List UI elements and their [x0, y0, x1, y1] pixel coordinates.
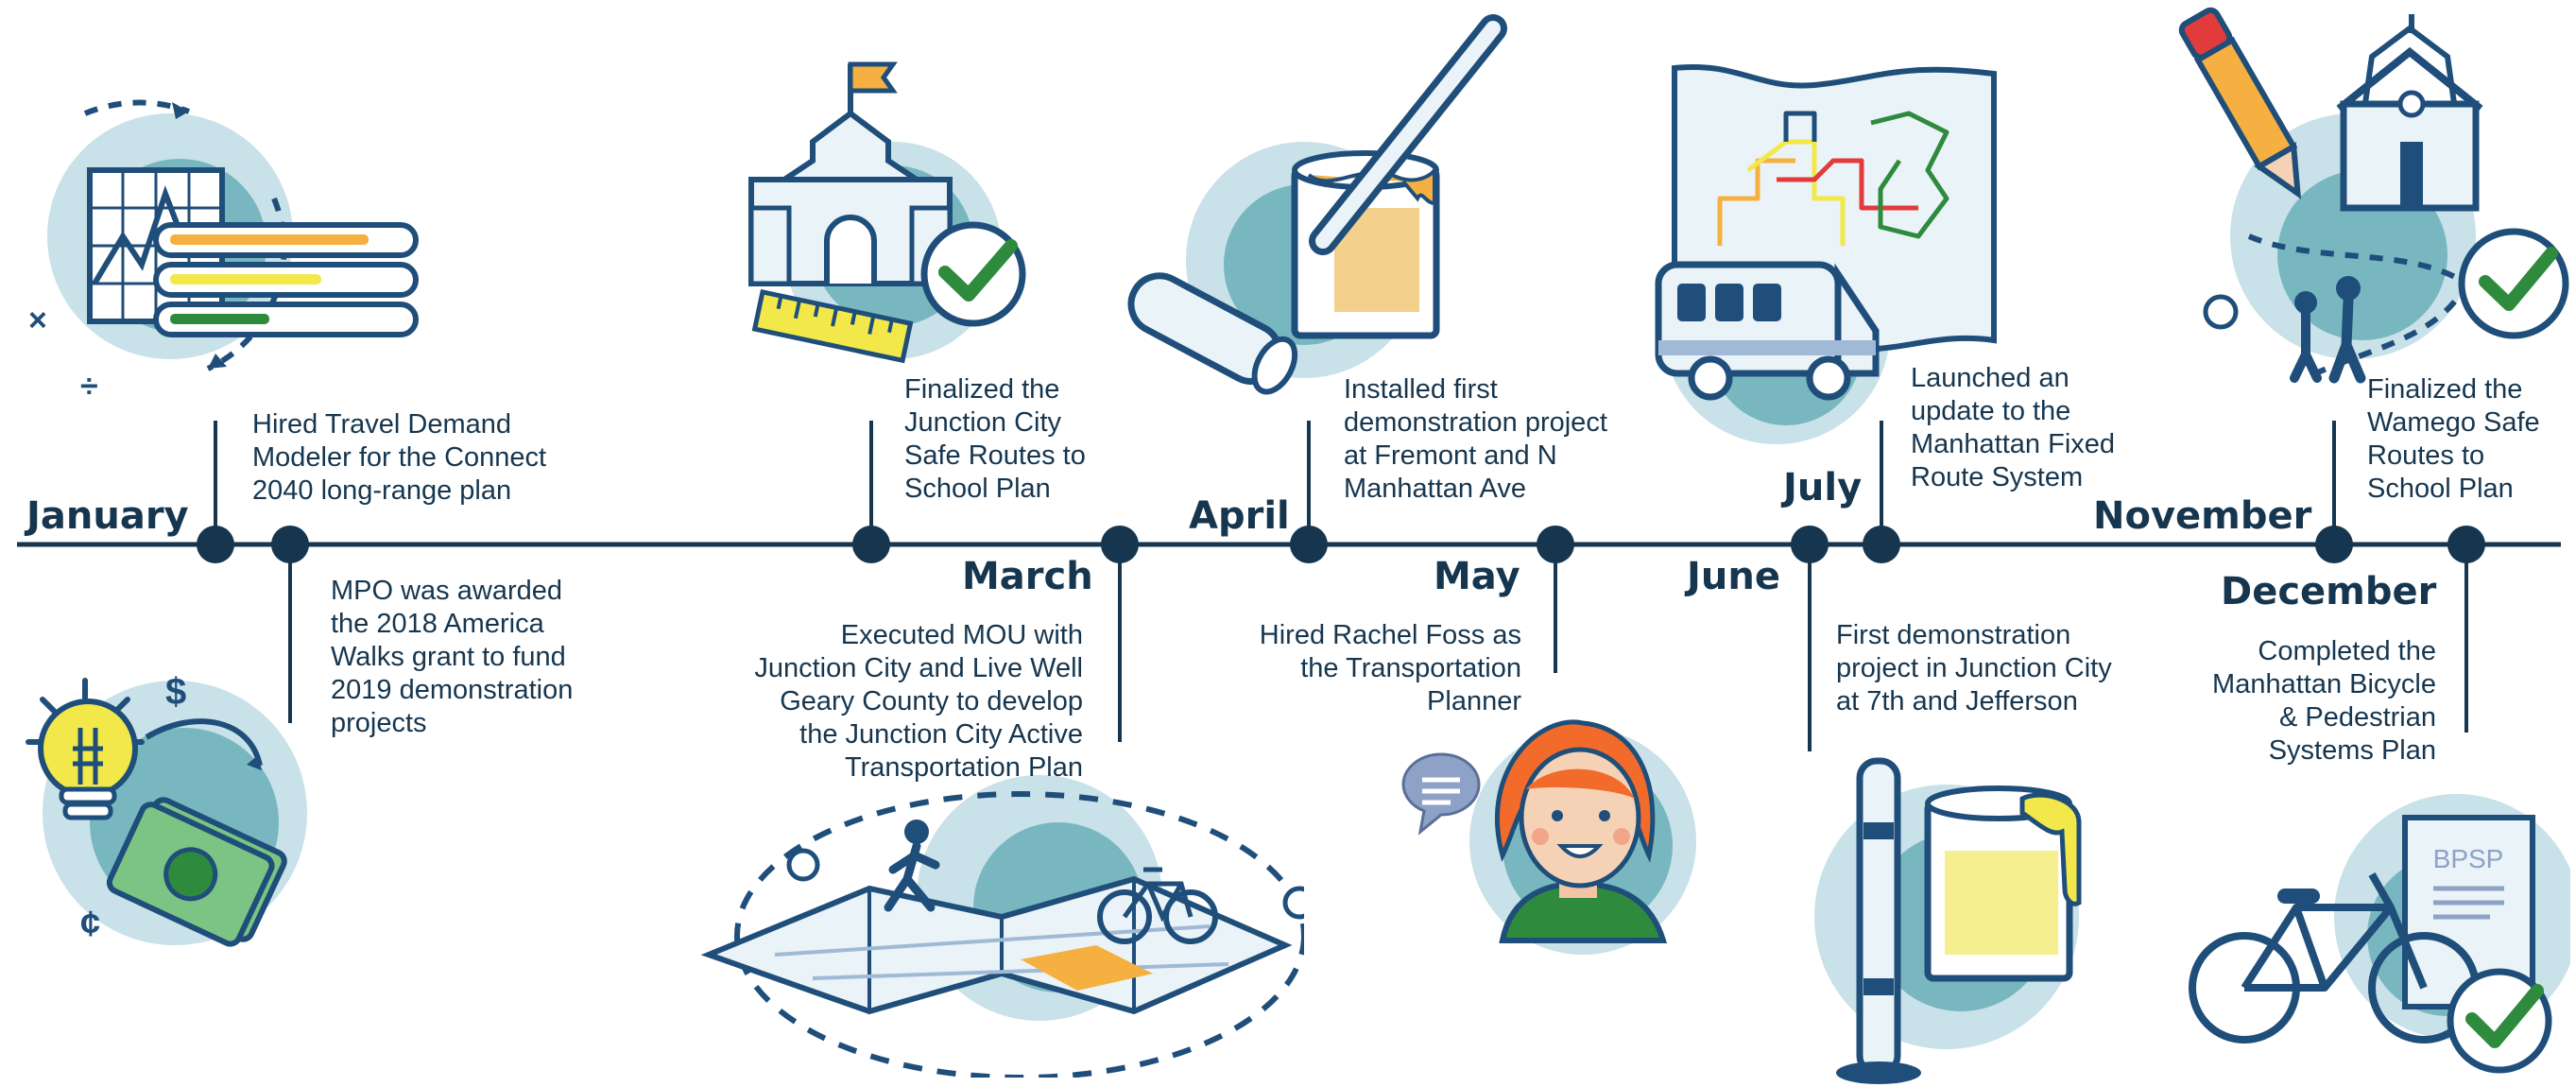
month-label-november: November [2093, 494, 2312, 538]
transit-map-bus-icon [1655, 64, 1997, 444]
event-mou-live-well: Executed MOU with Junction City and Live… [754, 620, 1083, 783]
pencil-school-icon [2178, 7, 2569, 384]
month-label-july: July [1783, 466, 1863, 509]
month-label-april: April [1189, 494, 1290, 538]
school-check-icon [748, 61, 1026, 364]
timeline-dot-july [1863, 526, 1900, 563]
chart-icon: × ÷ [28, 99, 419, 405]
timeline-dot-apr [1290, 526, 1328, 563]
svg-text:$: $ [165, 671, 186, 713]
event-hired-planner: Hired Rachel Foss as the Transportation … [1259, 620, 1521, 716]
event-travel-demand-modeler: Hired Travel Demand Modeler for the Conn… [252, 409, 547, 506]
month-label-june: June [1687, 555, 1780, 598]
timeline-dot-mar-1 [852, 526, 890, 563]
map-walk-bike-icon [700, 775, 1304, 1078]
event-bicycle-pedestrian-plan: Completed the Manhattan Bicycle & Pedest… [2212, 636, 2436, 766]
event-junction-city-srts: Finalized the Junction City Safe Routes … [904, 374, 1086, 504]
timeline-dot-dec [2447, 526, 2485, 563]
month-label-january: January [26, 494, 189, 538]
month-label-march: March [962, 555, 1093, 598]
svg-text:×: × [28, 302, 47, 338]
event-fixed-route-update: Launched an update to the Manhattan Fixe… [1911, 363, 2116, 492]
timeline-dot-june [1791, 526, 1829, 563]
timeline-dot-may [1537, 526, 1574, 563]
timeline-dot-jan-1 [197, 526, 234, 563]
timeline-dot-nov [2315, 526, 2353, 563]
svg-text:¢: ¢ [80, 905, 100, 944]
svg-text:÷: ÷ [80, 369, 98, 405]
bicycle-plan-icon: BPSP [2189, 794, 2570, 1074]
lightbulb-money-icon: $ ¢ [26, 671, 307, 947]
month-label-december: December [2221, 570, 2437, 613]
bollard-paint-icon [1814, 757, 2082, 1084]
timeline-dot-jan-2 [271, 526, 309, 563]
paint-roller-icon [1127, 14, 1507, 395]
event-demo-junction-city: First demonstration project in Junction … [1836, 620, 2112, 716]
event-first-demo-project: Installed first demonstration project at… [1344, 374, 1607, 504]
document-label: BPSP [2433, 844, 2504, 873]
month-label-may: May [1434, 555, 1520, 598]
timeline-dot-mar-2 [1101, 526, 1139, 563]
planner-avatar-icon [1401, 719, 1696, 955]
event-america-walks-grant: MPO was awarded the 2018 America Walks g… [331, 576, 574, 738]
event-wamego-srts: Finalized the Wamego Safe Routes to Scho… [2367, 374, 2540, 504]
